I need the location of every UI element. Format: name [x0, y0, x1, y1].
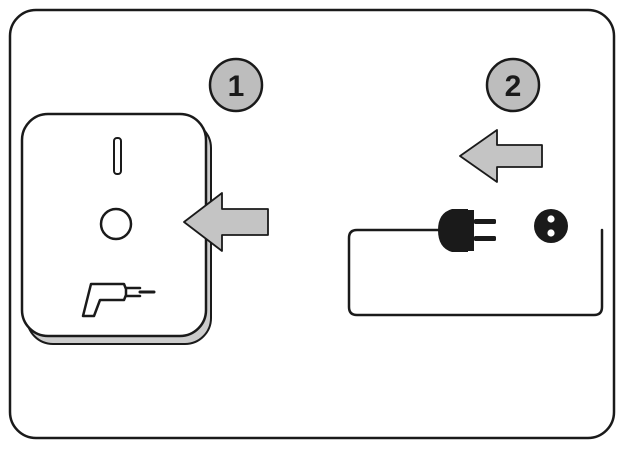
battery-unit [20, 112, 212, 345]
drill-icon [81, 282, 156, 318]
step-1-badge: 1 [208, 57, 264, 113]
power-off-circle-icon [99, 207, 133, 241]
step-2-badge: 2 [485, 57, 541, 113]
power-cable [347, 228, 604, 317]
arrow-left-icon [459, 129, 543, 183]
arrow-left-icon [183, 192, 269, 252]
step-1-number: 1 [228, 70, 245, 103]
step-2-number: 2 [505, 70, 522, 103]
power-on-line-icon [113, 137, 122, 175]
power-plug-icon [438, 209, 496, 252]
wall-socket-icon [534, 209, 568, 243]
